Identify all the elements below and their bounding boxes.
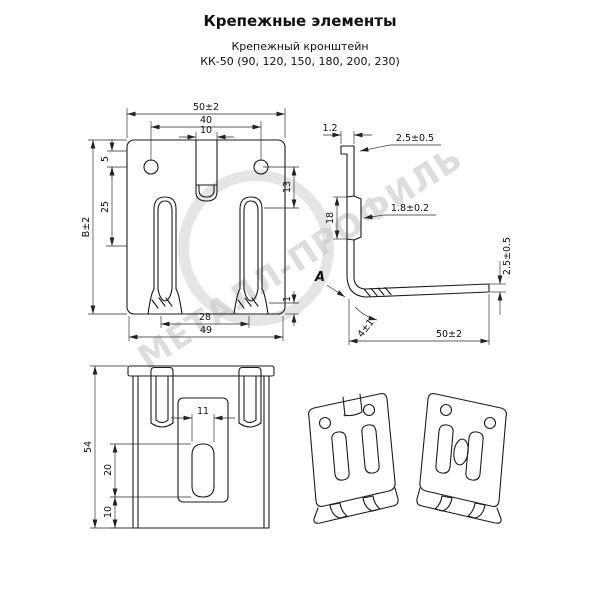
iso-foot xyxy=(329,502,348,519)
dim-edge: 1 xyxy=(282,296,293,302)
dim-thickness: 1.2 xyxy=(322,123,337,134)
oval-slot xyxy=(191,443,215,498)
iso-slot xyxy=(465,431,484,481)
back-tab-right xyxy=(238,366,262,428)
iso-view-front xyxy=(308,393,399,524)
front-view xyxy=(126,139,286,315)
side-view xyxy=(340,145,490,298)
center-boss xyxy=(177,397,229,503)
dim-oval-bottom-offset: 10 xyxy=(103,506,114,518)
dim-hole-offset: 5 xyxy=(100,156,111,162)
dim-rib-height: 18 xyxy=(325,212,336,224)
subtitle-product: Крепежный кронштейн xyxy=(231,40,369,53)
center-tab xyxy=(195,139,218,202)
view-label-A: А xyxy=(314,270,325,285)
iso-plate-outline xyxy=(419,393,507,507)
front-dim-labels: 50±2 40 10 5 25 В±2 13 1 28 49 xyxy=(81,102,293,336)
back-tab-left xyxy=(150,366,174,428)
subtitle-model: КК-50 (90, 120, 150, 180, 200, 230) xyxy=(200,55,400,68)
dim-bend-radius-bottom: 2.5±0.5 xyxy=(502,237,513,275)
dim-bend-angle: 4±1 xyxy=(356,317,377,340)
dim-oval-width: 11 xyxy=(197,406,209,417)
grip-teeth xyxy=(363,286,392,297)
back-view xyxy=(127,365,275,529)
iso-view-back xyxy=(416,393,507,524)
iso-center-tab xyxy=(342,393,363,417)
iso-base-flange xyxy=(313,487,399,524)
back-dim-labels: 11 20 10 54 xyxy=(83,406,209,518)
dim-back-height: 54 xyxy=(83,441,94,453)
iso-slot xyxy=(331,431,350,481)
iso-oval-hole xyxy=(453,438,469,466)
stamp-slot-right xyxy=(233,196,269,315)
iso-hole xyxy=(318,416,332,430)
iso-base-flange xyxy=(416,487,502,524)
dim-bend-radius-top: 2.5±0.5 xyxy=(396,133,434,144)
dim-width-total: 50±2 xyxy=(193,102,219,113)
iso-foot xyxy=(467,502,486,519)
iso-plate-outline xyxy=(308,393,396,507)
back-body xyxy=(132,375,270,529)
dim-rib-depth: 1.8±0.2 xyxy=(391,203,429,214)
stamp-slot-left xyxy=(147,196,183,315)
dim-right-offset: 13 xyxy=(282,181,293,193)
dim-slot-offset: 25 xyxy=(100,201,111,213)
grip-teeth xyxy=(151,297,173,309)
dim-oval-height: 20 xyxy=(103,464,114,476)
grip-teeth xyxy=(237,297,259,309)
iso-hole xyxy=(483,416,497,430)
plate-outline xyxy=(126,139,286,315)
side-dimensions xyxy=(323,131,506,345)
side-profile-outline xyxy=(340,145,490,298)
dim-tab-width: 10 xyxy=(200,125,212,136)
iso-slot xyxy=(361,424,380,474)
iso-hole xyxy=(439,403,453,417)
dim-feet-spacing: 28 xyxy=(199,312,211,323)
watermark-logo-circle xyxy=(178,170,334,326)
iso-slot xyxy=(435,424,454,474)
iso-hole xyxy=(362,403,376,417)
dim-hole-spacing: 40 xyxy=(200,115,212,126)
iso-foot xyxy=(434,495,453,512)
dim-bottom-width: 49 xyxy=(200,325,212,336)
side-dim-labels: 1.2 2.5±0.5 1.8±0.2 18 А 2.5±0.5 4±1 50±… xyxy=(314,123,513,340)
iso-foot xyxy=(362,495,381,512)
front-dimensions xyxy=(88,108,299,341)
page-title: Крепежные элементы xyxy=(203,12,397,30)
back-dimensions xyxy=(90,365,235,529)
drawing-header: Крепежные элементы Крепежный кронштейн К… xyxy=(0,12,600,69)
dim-height-B: В±2 xyxy=(81,217,92,238)
dim-base-length: 50±2 xyxy=(436,329,462,340)
view-A-arrow xyxy=(326,284,346,298)
mounting-hole-left xyxy=(143,159,159,175)
